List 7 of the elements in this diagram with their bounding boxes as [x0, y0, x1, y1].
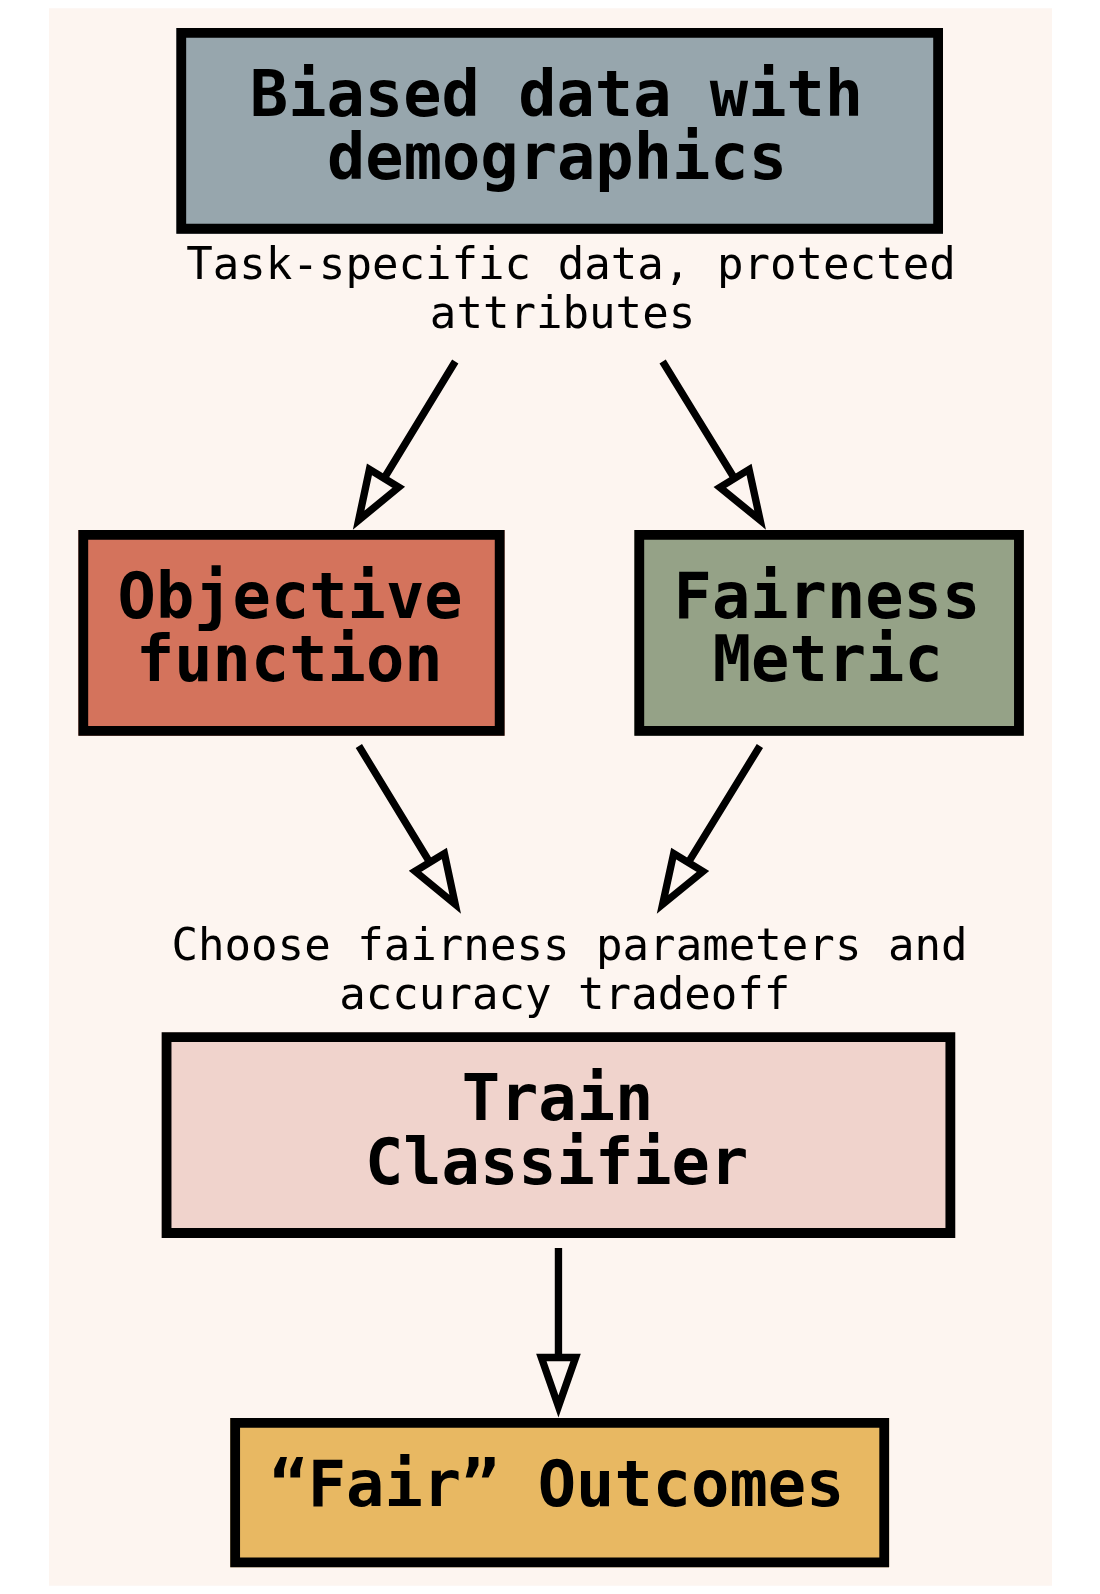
- arrow: [355, 744, 461, 914]
- node-label: Task-specific data, protected attributes: [185, 237, 956, 338]
- arrow: [352, 359, 458, 530]
- arrow: [535, 1247, 581, 1418]
- arrow: [659, 359, 766, 530]
- arrow: [656, 744, 763, 914]
- node-label: Choose fairness parameters and accuracy tradeoff: [170, 918, 968, 1019]
